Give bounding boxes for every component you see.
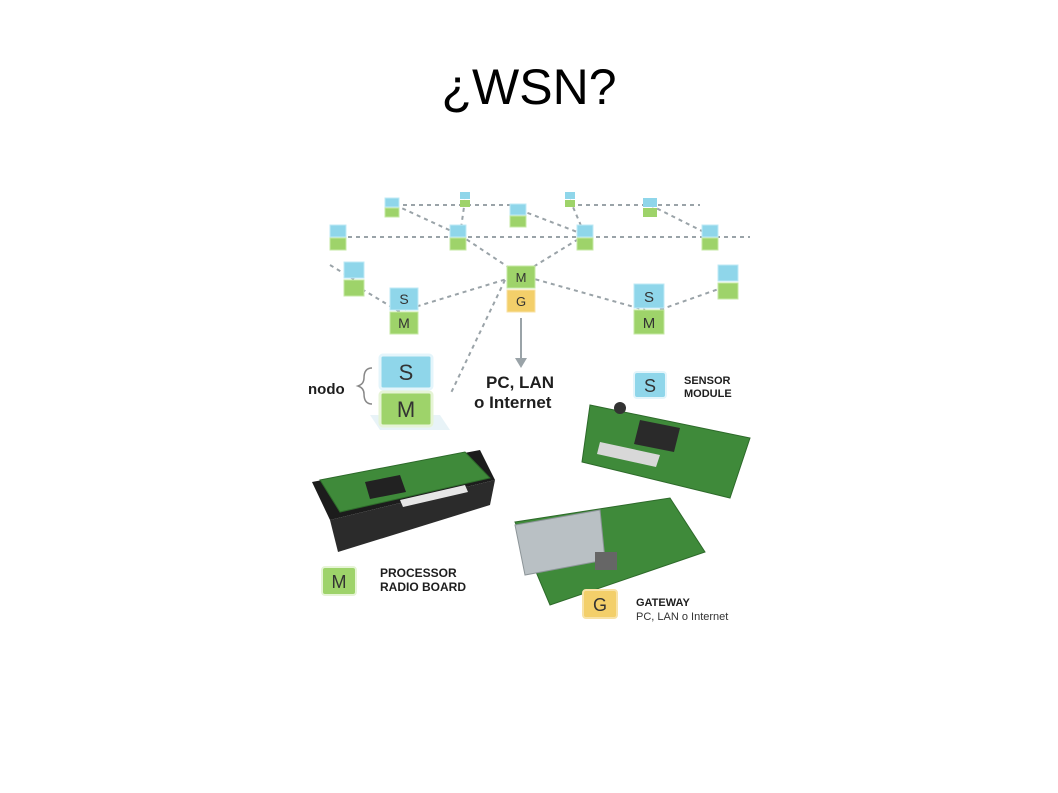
mesh-link: [459, 199, 466, 236]
mesh-node: [509, 203, 527, 228]
wsn-diagram: S M S M M G PC, LAN o Internet S M nodo: [300, 180, 760, 640]
svg-text:G: G: [593, 595, 607, 615]
mesh-link: [519, 209, 586, 236]
slide-title: ¿WSN?: [441, 59, 617, 115]
mesh-link: [394, 204, 461, 236]
uplink-arrow-icon: [515, 318, 527, 368]
mesh-node: S M: [633, 283, 665, 335]
mesh-node: [329, 224, 347, 251]
brace-icon: [355, 367, 373, 405]
mesh-node: [343, 261, 365, 297]
mesh-node: [576, 224, 594, 251]
mesh-node: [643, 198, 657, 217]
mesh-link: [569, 199, 586, 236]
gateway-label-line1: GATEWAY: [636, 597, 690, 609]
mesh-link: [449, 279, 506, 396]
mesh-link: [519, 274, 646, 311]
gateway-label-line2: PC, LAN o Internet: [636, 611, 728, 623]
svg-text:G: G: [516, 294, 526, 309]
uplink-label-line2: o Internet: [474, 393, 552, 412]
svg-text:M: M: [332, 572, 347, 592]
svg-text:M: M: [516, 270, 527, 285]
mesh-node: S M: [389, 287, 419, 335]
mesh-node: [460, 192, 470, 207]
wsn-diagram-svg: S M S M M G PC, LAN o Internet S M nodo: [308, 192, 751, 623]
sensor-label-line1: SENSOR: [684, 375, 731, 387]
svg-text:S: S: [644, 289, 654, 306]
mesh-node: [717, 264, 739, 300]
node-legend: S M nodo: [308, 353, 450, 430]
mesh-link: [404, 274, 521, 311]
svg-text:M: M: [643, 315, 656, 332]
processor-label-line2: RADIO BOARD: [380, 580, 466, 594]
mesh-link: [644, 284, 731, 316]
svg-text:S: S: [644, 376, 656, 396]
mesh-node: [384, 197, 400, 218]
sensor-label-line2: MODULE: [684, 388, 732, 400]
mesh-node: [701, 224, 719, 251]
svg-text:S: S: [399, 291, 408, 307]
processor-label-line1: PROCESSOR: [380, 566, 457, 580]
gateway-node: M G: [506, 265, 536, 313]
mesh-node: [565, 192, 575, 207]
node-label: nodo: [308, 381, 345, 398]
svg-text:M: M: [397, 397, 415, 422]
processor-radio-board: M PROCESSOR RADIO BOARD: [312, 450, 495, 596]
svg-text:M: M: [398, 315, 410, 331]
mesh-node: [449, 224, 467, 251]
uplink-label-line1: PC, LAN: [486, 373, 554, 392]
gateway-board: G GATEWAY PC, LAN o Internet: [514, 497, 728, 623]
sensor-module-board: S SENSOR MODULE: [581, 371, 751, 499]
mesh-link: [649, 204, 711, 236]
svg-text:S: S: [399, 360, 414, 385]
